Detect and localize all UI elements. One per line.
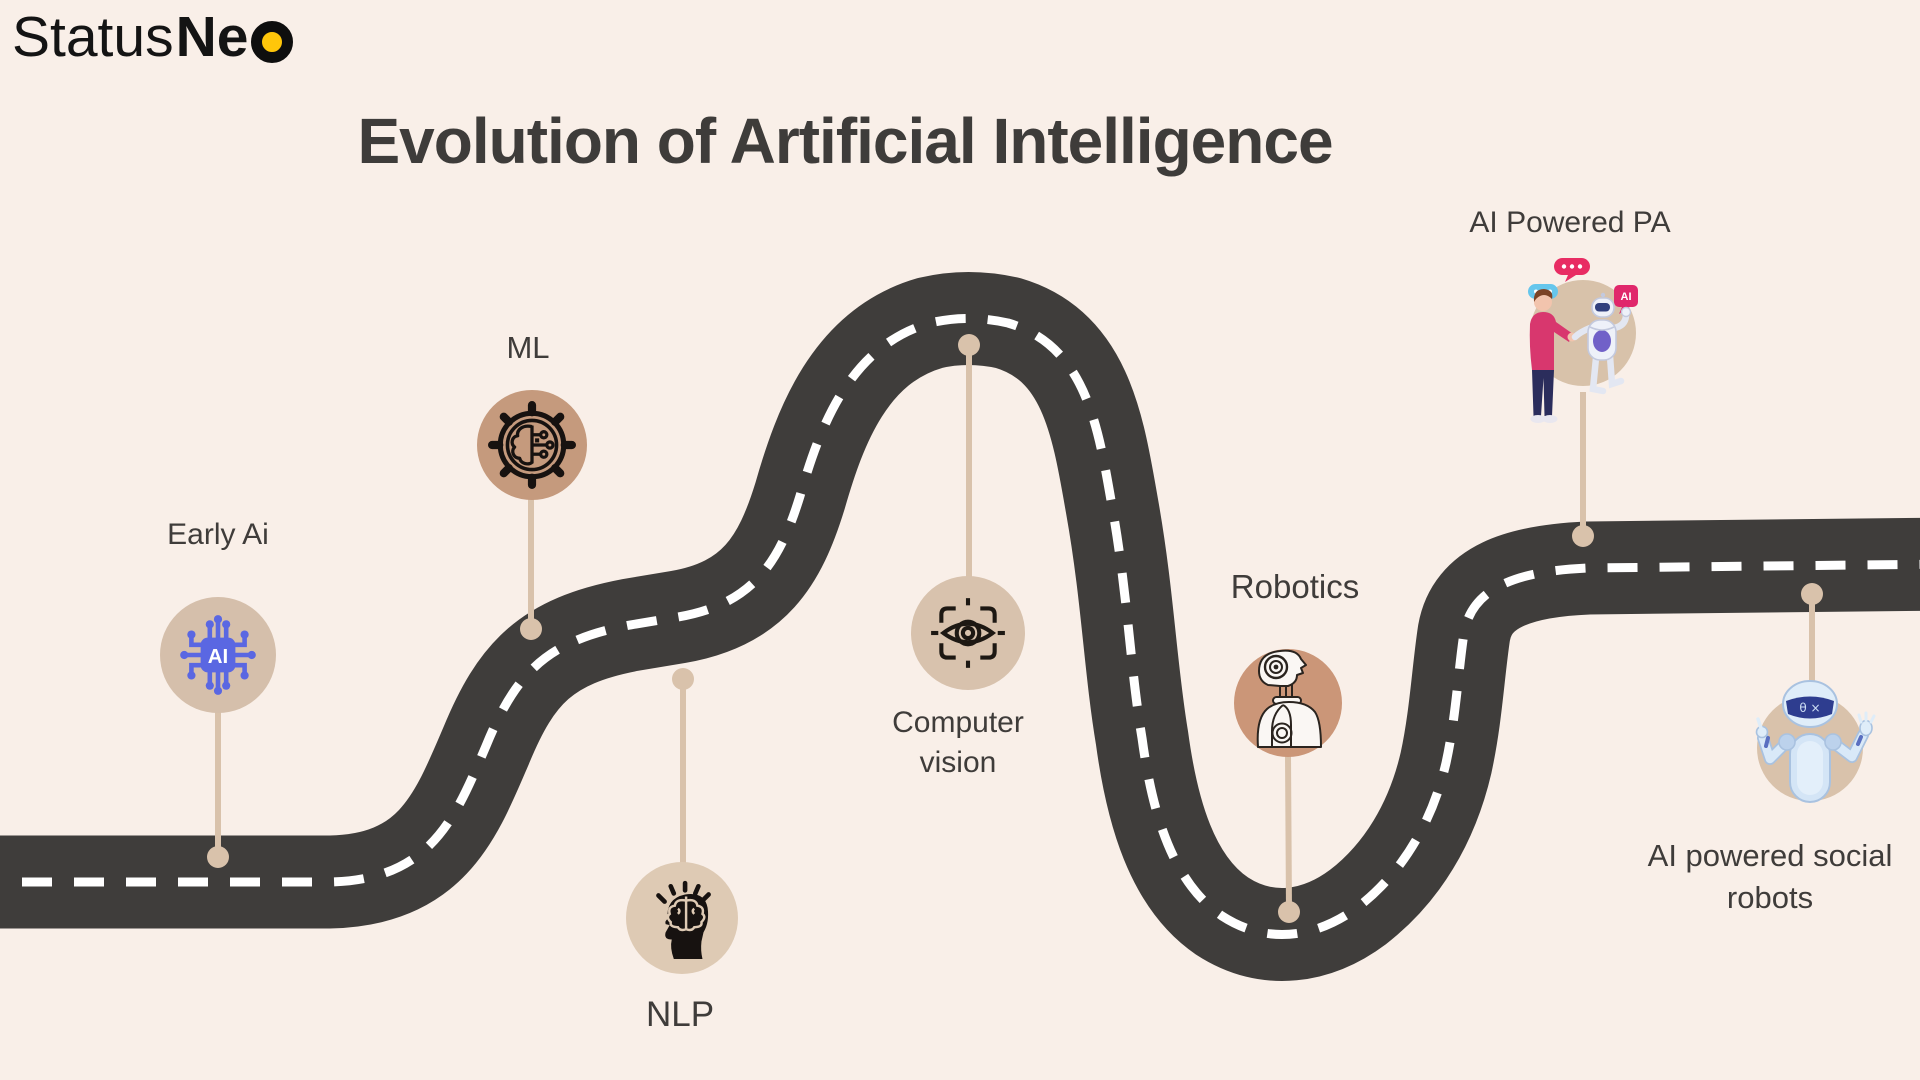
milestone-circle-nlp <box>626 862 738 974</box>
milestone-road-dots <box>207 334 1823 923</box>
gear-brain-icon <box>488 401 576 489</box>
head-brain-icon <box>656 880 711 959</box>
svg-text:AI: AI <box>208 645 228 668</box>
logo-text-regular: Status <box>12 5 174 69</box>
milestone-label-ai-powered-pa: AI Powered PA <box>1469 206 1671 239</box>
logo-yellow-dot-icon <box>251 21 294 63</box>
milestone-circle-ml <box>477 390 587 500</box>
ai-chip-icon: AI <box>180 615 256 695</box>
milestone-label-early-ai: Early Ai <box>167 518 269 551</box>
road-center-dashes <box>0 314 1920 939</box>
human-figure <box>1529 289 1577 423</box>
logo-text-bold: Ne <box>175 5 249 69</box>
milestone-label-ml: ML <box>506 330 550 365</box>
svg-text:θ ×: θ × <box>1799 701 1820 715</box>
pa-robot-figure <box>1571 292 1632 395</box>
milestone-circle-robotics <box>1234 649 1342 757</box>
milestone-circle-computer-vision <box>911 576 1025 690</box>
page-title: Evolution of Artificial Intelligence <box>357 105 1333 177</box>
milestone-label-computer-vision: Computer vision <box>892 706 1024 779</box>
milestone-label-robotics: Robotics <box>1230 568 1360 605</box>
svg-text:AI: AI <box>1621 291 1632 303</box>
social-robot-figure: θ × <box>1755 680 1876 803</box>
milestone-circle-early-ai: AI <box>160 597 276 713</box>
social-robot-illustration: θ × <box>1755 680 1876 803</box>
milestone-label-ai-social-robots: AI powered social robots <box>1647 838 1893 915</box>
speech-bubble-icons: AI <box>1528 258 1638 314</box>
robot-bust-icon <box>1256 649 1322 748</box>
milestone-label-nlp: NLP <box>645 995 715 1034</box>
eye-scan-icon <box>931 598 1005 668</box>
human-robot-illustration: AI <box>1528 258 1638 423</box>
